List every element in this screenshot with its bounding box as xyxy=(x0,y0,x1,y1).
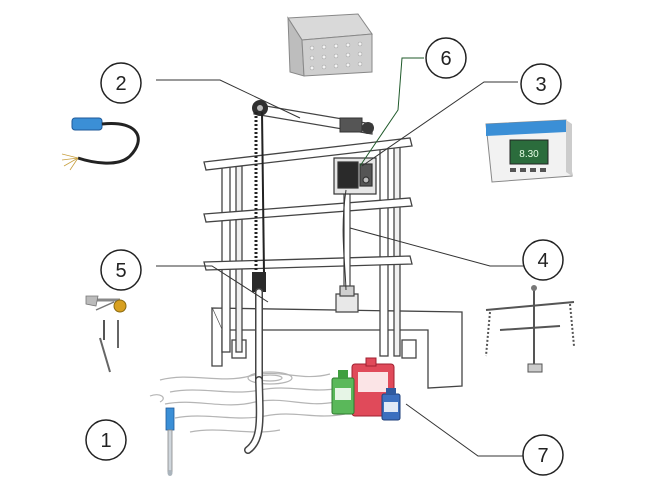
callout-7-label: 7 xyxy=(537,445,548,467)
callout-5-label: 5 xyxy=(115,260,126,282)
holder-post xyxy=(335,187,359,313)
callout-6: 6 xyxy=(425,37,467,79)
leader-lines xyxy=(156,57,524,457)
callout-6-label: 6 xyxy=(440,48,451,70)
sensor-cable-icon xyxy=(61,117,140,171)
callout-1-label: 1 xyxy=(100,430,111,452)
callout-3-label: 3 xyxy=(535,74,546,96)
callout-7: 7 xyxy=(522,434,564,476)
callout-2: 2 xyxy=(100,62,142,104)
callout-5: 5 xyxy=(100,249,142,291)
weather-protection-cover xyxy=(287,13,373,77)
callout-3: 3 xyxy=(520,63,562,105)
callout-1: 1 xyxy=(85,419,127,461)
callout-4: 4 xyxy=(522,239,564,281)
calibration-solutions-icon xyxy=(331,357,401,421)
pendulum-holder xyxy=(244,100,374,454)
transmitter-icon: 8.30 xyxy=(485,119,573,183)
sensor-icon xyxy=(165,407,175,476)
assembly-kit-icon xyxy=(85,295,127,373)
water-surface xyxy=(149,371,346,433)
holder-stand-icon xyxy=(485,285,575,373)
transmitter-on-rail xyxy=(333,157,377,195)
transmitter-display-value: 8.30 xyxy=(519,149,539,160)
callout-2-label: 2 xyxy=(115,73,126,95)
callout-4-label: 4 xyxy=(537,250,548,272)
railing xyxy=(203,137,413,357)
